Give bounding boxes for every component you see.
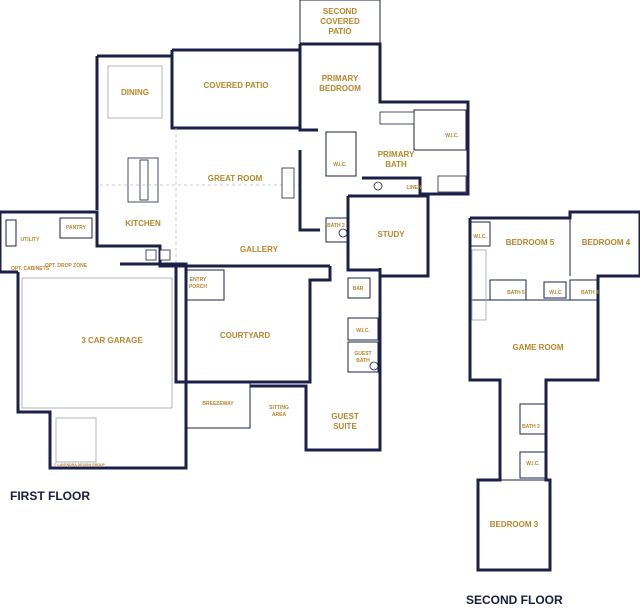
bath5-outline <box>489 279 527 301</box>
garage-wall <box>16 262 188 470</box>
second-floor-title: SECOND FLOOR <box>466 593 563 607</box>
label-game-room: GAME ROOM <box>512 343 563 352</box>
great-room-right-wall <box>298 150 320 232</box>
label-bath3: BATH 3 <box>522 424 540 430</box>
label-dining: DINING <box>121 88 149 97</box>
bath2-toilet <box>338 228 348 238</box>
primary-shower <box>437 175 467 193</box>
label-opt-drop-zone: OPT. DROP ZONE <box>45 263 88 269</box>
kitchen-island-sink <box>139 159 149 201</box>
label-utility: UTILITY <box>21 237 41 243</box>
garage-floor <box>21 277 173 409</box>
courtyard-wall <box>174 266 332 384</box>
label-bedroom3: BEDROOM 3 <box>490 520 539 529</box>
label-bath5: BATH 5 <box>507 290 525 296</box>
second-floor-walls <box>468 210 640 572</box>
label-wic-b4: W.I.C. <box>549 290 563 296</box>
fireplace <box>281 167 295 199</box>
label-breezeway: BREEZEWAY <box>202 401 234 407</box>
label-bedroom5: BEDROOM 5 <box>506 238 555 247</box>
breezeway-outline <box>185 382 251 429</box>
label-wic-primary: W.I.C. <box>445 133 459 139</box>
label-guest-bath-2: BATH <box>356 358 370 364</box>
label-sitting-area-1: SITTING <box>269 405 289 411</box>
label-entry-porch-1: ENTRY <box>190 277 207 283</box>
primary-bedroom-wall <box>300 42 398 104</box>
garage-storage <box>55 417 97 463</box>
label-bath2: BATH 2 <box>327 223 345 229</box>
first-floor-walls <box>0 0 470 470</box>
label-guest-bath-1: GUEST <box>354 351 371 357</box>
label-pantry: PANTRY <box>66 225 87 231</box>
utility-cabinet <box>5 219 17 247</box>
primary-wic-closet <box>413 109 467 151</box>
label-guest-suite-1: GUEST <box>331 412 359 421</box>
primary-wic-left <box>325 131 357 177</box>
primary-tub <box>379 111 415 125</box>
primary-toilet <box>373 181 383 191</box>
first-floor-title: FIRST FLOOR <box>10 489 90 503</box>
label-wic-primary-2: W.I.C. <box>333 162 347 168</box>
label-guest-suite-2: SUITE <box>333 422 357 431</box>
pantry-outline <box>59 217 93 239</box>
label-primary-bedroom-2: BEDROOM <box>319 84 361 93</box>
label-second-covered-patio-2: COVERED <box>320 17 360 26</box>
label-courtyard: COURTYARD <box>220 331 271 340</box>
primary-bath-wall <box>362 100 470 196</box>
b4-wic-outline <box>543 281 567 299</box>
bath4-outline <box>569 279 599 301</box>
guest-bath-outline <box>347 341 379 373</box>
label-entry-porch-2: PORCH <box>189 284 207 290</box>
label-primary-bath-1: PRIMARY <box>378 150 415 159</box>
label-second-covered-patio-3: PATIO <box>328 27 351 36</box>
stair <box>471 249 487 321</box>
dining-top-wall <box>97 54 300 130</box>
bar-outline <box>347 277 371 299</box>
primary-bedroom-left-wall <box>298 44 318 132</box>
guest-suite-wall <box>250 268 382 452</box>
utility-left-wall <box>0 212 18 274</box>
label-three-car-garage: 3 CAR GARAGE <box>81 336 143 345</box>
entry-porch-outline <box>185 269 225 301</box>
utility-top-wall <box>0 210 120 248</box>
kitchen-appliance-1 <box>145 249 157 261</box>
label-covered-patio: COVERED PATIO <box>203 81 268 90</box>
label-sitting-area-2: AREA <box>272 412 287 418</box>
label-bath4: BATH 4 <box>581 290 599 296</box>
second-floor-labels: W.I.C. BEDROOM 5 BEDROOM 4 BATH 5 W.I.C.… <box>473 234 631 529</box>
label-gallery: GALLERY <box>240 245 279 254</box>
copyright-credit: © LAVENDRA DESIGN GROUP <box>54 463 105 467</box>
second-floor-outline <box>468 210 640 572</box>
bath2-outline <box>325 217 349 243</box>
label-second-covered-patio-1: SECOND <box>323 7 357 16</box>
label-opt-cabinets: OPT. CABINETS <box>11 266 50 272</box>
b5-wic-outline <box>469 221 491 247</box>
guest-wic-outline <box>347 317 379 341</box>
label-kitchen: KITCHEN <box>125 219 161 228</box>
label-bedroom4: BEDROOM 4 <box>582 238 631 247</box>
label-study: STUDY <box>377 230 405 239</box>
label-great-room: GREAT ROOM <box>208 174 263 183</box>
b3-wic-outline <box>519 451 547 479</box>
label-primary-bath-2: BATH <box>385 160 407 169</box>
label-wic-b5: W.I.C. <box>473 234 487 240</box>
label-bar: BAR <box>353 286 364 292</box>
guest-toilet <box>369 361 379 371</box>
bath3-outline <box>519 403 547 435</box>
label-linen: LINEN <box>407 185 422 191</box>
label-wic-b3: W.I.C. <box>526 461 540 467</box>
kitchen-appliance-2 <box>159 249 171 261</box>
label-primary-bedroom-1: PRIMARY <box>322 74 359 83</box>
first-floor-labels: SECOND COVERED PATIO DINING COVERED PATI… <box>11 7 459 467</box>
label-wic-guest: W.I.C. <box>356 328 370 334</box>
dining-rug <box>107 65 163 119</box>
